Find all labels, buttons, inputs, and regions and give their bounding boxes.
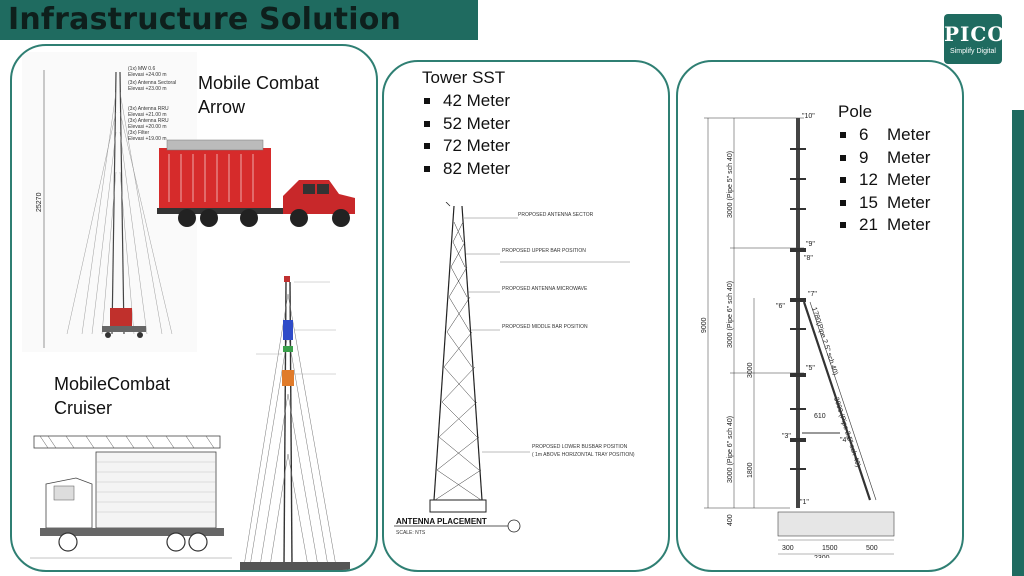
svg-text:"5": "5" xyxy=(806,365,815,372)
guyed-mast-drawing xyxy=(240,274,376,570)
list-item: 42 Meter xyxy=(424,90,510,113)
svg-text:9000: 9000 xyxy=(701,317,708,333)
svg-text:(3x) Antenna Sectoral: (3x) Antenna Sectoral xyxy=(128,80,176,86)
svg-text:Elevasi +23.00 m: Elevasi +23.00 m xyxy=(128,86,167,92)
svg-text:Elevasi +20.00 m: Elevasi +20.00 m xyxy=(128,124,167,130)
svg-text:300: 300 xyxy=(782,545,794,552)
svg-text:"1": "1" xyxy=(800,499,809,506)
svg-text:Elevasi +24.00 m: Elevasi +24.00 m xyxy=(128,72,167,78)
svg-text:PROPOSED ANTENNA MICROWAVE: PROPOSED ANTENNA MICROWAVE xyxy=(502,286,588,292)
svg-text:PROPOSED LOWER BUSBAR POSITION: PROPOSED LOWER BUSBAR POSITION xyxy=(532,444,628,450)
decorative-stripe xyxy=(1012,110,1024,576)
mast-height-dim: 25270 xyxy=(36,192,43,212)
svg-text:2300: 2300 xyxy=(814,555,830,558)
svg-text:1500: 1500 xyxy=(822,545,838,552)
svg-text:3000: 3000 xyxy=(747,362,754,378)
svg-text:( 1m ABOVE HORIZONTAL TRAY POS: ( 1m ABOVE HORIZONTAL TRAY POSITION) xyxy=(532,452,635,458)
logo-mark: PICO xyxy=(944,22,1006,46)
svg-text:"10": "10" xyxy=(802,113,815,120)
svg-text:500: 500 xyxy=(866,545,878,552)
list-item: 72 Meter xyxy=(424,135,510,158)
antenna-placement-caption: ANTENNA PLACEMENT xyxy=(396,517,487,526)
tower-sst-drawing: PROPOSED ANTENNA SECTOR PROPOSED UPPER B… xyxy=(390,202,666,546)
pico-logo: PICO Simplify Digital xyxy=(944,14,1006,64)
label-mobile-combat-cruiser: MobileCombat Cruiser xyxy=(54,374,171,418)
cruiser-truck-drawing xyxy=(26,428,236,568)
svg-text:PROPOSED ANTENNA SECTOR: PROPOSED ANTENNA SECTOR xyxy=(518,212,594,218)
pole-drawing: 3000 (Pipe 5" sch 40) 9000 3000 (Pipe 6"… xyxy=(694,108,924,558)
svg-text:PROPOSED MIDDLE BAR POSITION: PROPOSED MIDDLE BAR POSITION xyxy=(502,324,588,330)
svg-text:"4": "4" xyxy=(840,437,849,444)
label-mobile-combat-arrow: Mobile Combat Arrow xyxy=(198,73,320,117)
tower-sst-list: 42 Meter 52 Meter 72 Meter 82 Meter xyxy=(424,90,510,180)
svg-text:(3x) Filter: (3x) Filter xyxy=(128,130,149,136)
svg-text:Elevasi +19.00 m: Elevasi +19.00 m xyxy=(128,136,167,142)
trailer-truck-image xyxy=(157,138,357,233)
svg-text:3000 (Pipe 5" sch 40): 3000 (Pipe 5" sch 40) xyxy=(727,151,734,218)
slide-title: Infrastructure Solution xyxy=(0,0,478,40)
svg-text:(1x) MW 0.6: (1x) MW 0.6 xyxy=(128,66,155,72)
svg-text:(3x) Antenna RRU: (3x) Antenna RRU xyxy=(128,118,169,124)
svg-text:"7": "7" xyxy=(808,291,817,298)
svg-text:"3": "3" xyxy=(782,433,791,440)
svg-text:PROPOSED UPPER BAR POSITION: PROPOSED UPPER BAR POSITION xyxy=(502,248,586,254)
panel-tower-sst: Tower SST 42 Meter 52 Meter 72 Meter 82 … xyxy=(382,60,670,572)
svg-text:"6": "6" xyxy=(776,303,785,310)
tower-sst-heading: Tower SST xyxy=(422,68,506,87)
svg-text:"9": "9" xyxy=(806,241,815,248)
logo-tagline: Simplify Digital xyxy=(950,48,996,55)
antenna-placement-scale: SCALE: NTS xyxy=(396,530,426,536)
svg-text:"8": "8" xyxy=(804,255,813,262)
list-item: 52 Meter xyxy=(424,113,510,136)
svg-text:(3x) Antenna RRU: (3x) Antenna RRU xyxy=(128,106,169,112)
svg-text:400: 400 xyxy=(727,514,734,526)
svg-text:3000 (Pipe 6" sch 40): 3000 (Pipe 6" sch 40) xyxy=(727,416,734,483)
list-item: 82 Meter xyxy=(424,158,510,181)
panel-mobile-combat: 25270 (1x) MW 0.6 Elevasi +24.00 m (3x) … xyxy=(10,44,378,572)
svg-text:Elevasi +21.00 m: Elevasi +21.00 m xyxy=(128,112,167,118)
svg-text:3000 (Pipe 6" sch 40): 3000 (Pipe 6" sch 40) xyxy=(727,281,734,348)
pole-heading: Pole xyxy=(838,102,873,121)
svg-text:1800: 1800 xyxy=(747,462,754,478)
svg-text:610: 610 xyxy=(814,413,826,420)
